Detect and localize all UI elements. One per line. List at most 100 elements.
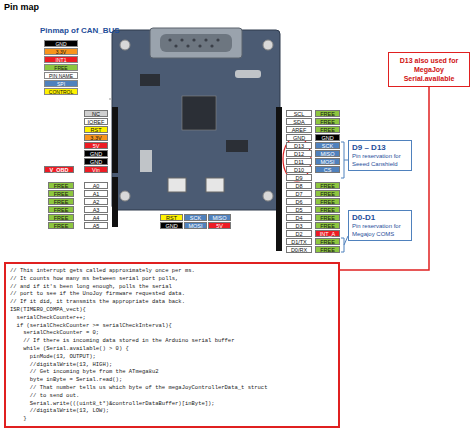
pin-label: FREE [48,182,74,189]
reservation-box: D9 – D13Pin reservation for Seeed Canshi… [348,140,412,171]
box-text: D9 – D13 [352,143,408,153]
code-line: // Get incoming byte from the ATmega8u2 [10,368,334,376]
pin-label: D1/TX [286,238,312,245]
pin-label: GND [286,134,312,141]
code-line: } [10,415,334,423]
callout-box: D13 also used for MegaJoy Serial.availab… [388,52,470,87]
pin-label: 3.3V [84,134,108,141]
pin-label: SCK [184,214,207,221]
pin-label: Vin [84,166,108,173]
callout-connector [340,87,429,270]
pin-label: RST [160,214,183,221]
code-line: // It counts how many ms between serial … [10,275,334,283]
code-line: // port to see if the UnoJoy firmware re… [10,290,334,298]
pin-label: FREE [315,118,340,125]
pin-label: GND [84,158,108,165]
pin-label: FREE [315,246,340,253]
pin-label: D3 [286,222,312,229]
legend-swatch: FREE [44,64,78,71]
legend-swatch: INT1 [44,56,78,63]
code-line: pinMode(13, OUTPUT); [10,353,334,361]
pin-label: GND [84,150,108,157]
pin-label: D5 [286,206,312,213]
pin-label: FREE [315,190,340,197]
legend-text: CONTROL [45,89,77,96]
pin-label: FREE [315,238,340,245]
pin-label: D2 [286,230,312,237]
pin-label: CS [315,166,340,173]
legend-text: SPI [45,81,77,88]
pin-label: MISO [315,150,340,157]
section-heading: Pinmap of CAN_BUS [40,26,120,36]
pin-label: D9 [286,174,312,181]
legend-text: 3.3V [45,49,77,56]
pin-label: A3 [84,206,108,213]
pin-label: FREE [48,222,74,229]
code-line: // to send out. [10,392,334,400]
code-line: // and if it's been long enough, polls t… [10,283,334,291]
pin-label: FREE [48,214,74,221]
pin-label: D8 [286,182,312,189]
pin-label: FREE [315,126,340,133]
legend-text: FREE [45,65,77,72]
pin-label: NC [84,110,108,117]
pin-label: 5V [208,222,231,229]
code-line: if (serialCheckCounter >= serialCheckInt… [10,322,334,330]
pin-label: SDA [286,118,312,125]
legend-text: INT1 [45,57,77,64]
code-line: //digitalWrite(13, HIGH); [10,361,334,369]
code-line: // If there is incoming data stored in t… [10,337,334,345]
code-line: byte inByte = Serial.read(); [10,376,334,384]
page-title: Pin map [4,2,39,13]
pin-label: A2 [84,198,108,205]
legend-swatch: PIN NAME [44,72,78,79]
pin-label: A0 [84,182,108,189]
pin-label: D6 [286,198,312,205]
pin-label: FREE [48,190,74,197]
pin-label: D4 [286,214,312,221]
pin-label: D11 [286,158,312,165]
code-line: Serial.write(((uint8_t*)&controllerDataB… [10,400,334,408]
pin-label: FREE [315,222,340,229]
legend-swatch: GND [44,40,78,47]
legend-text: PIN NAME [45,73,77,80]
legend-text: GND [45,41,77,48]
reservation-box: D0-D1Pin reservation for Megajoy COMS [348,210,412,241]
code-line: // If it did, it transmits the appropria… [10,298,334,306]
legend-swatch: SPI [44,80,78,87]
pin-label: SCL [286,110,312,117]
code-line: //digitalWrite(13, LOW); [10,407,334,415]
pin-label: D7 [286,190,312,197]
pin-label: D12 [286,150,312,157]
box-text: Pin reservation for Megajoy COMS [352,223,408,238]
pin-label: SCK [315,142,340,149]
pin-label: MOSI [184,222,207,229]
pin-label: GND [160,222,183,229]
pin-label: MISO [208,214,231,221]
box-text: D0-D1 [352,213,408,223]
pin-label: A1 [84,190,108,197]
pin-label: 5V [84,142,108,149]
legend-swatch: 3.3V [44,48,78,55]
pin-label: GND [315,134,340,141]
code-line: serialCheckCounter = 0; [10,329,334,337]
pin-label: A4 [84,214,108,221]
pin-label: V_OBD [44,166,74,173]
pin-label: FREE [48,198,74,205]
box-text: D13 also used for MegaJoy Serial.availab… [393,56,465,83]
pin-label: FREE [48,206,74,213]
code-line: while (Serial.available() > 0) { [10,345,334,353]
pin-label: D0/RX [286,246,312,253]
pin-label: A5 [84,222,108,229]
pin-label: FREE [315,182,340,189]
pin-label: MOSI [315,158,340,165]
pin-label: RST [84,126,108,133]
pin-label: FREE [315,110,340,117]
pin-label: D13 [286,142,312,149]
code-line: // That number tells us which byte of th… [10,384,334,392]
code-line: // This interrupt gets called approximat… [10,267,334,275]
code-line: serialCheckCounter++; [10,314,334,322]
pin-label: FREE [315,206,340,213]
pin-label: FREE [315,198,340,205]
box-text: Pin reservation for Seeed Canshield [352,153,408,168]
